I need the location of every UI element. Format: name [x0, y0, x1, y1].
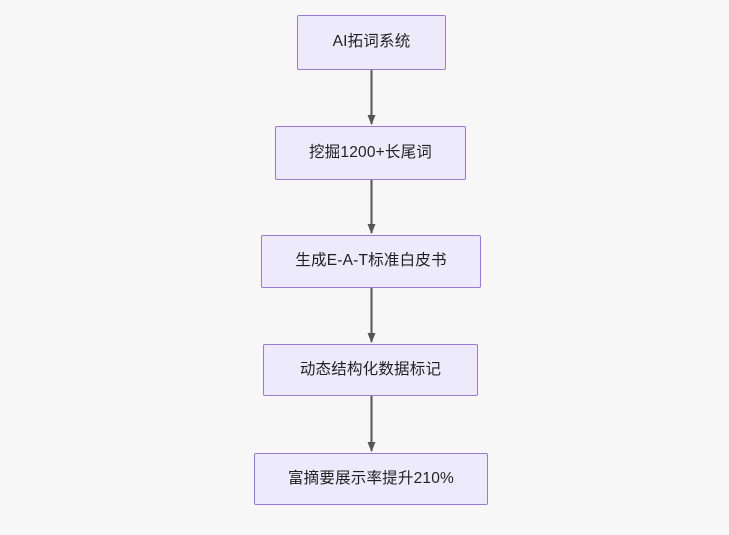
- flow-node-generate-eat-whitepaper[interactable]: 生成E-A-T标准白皮书: [261, 235, 481, 288]
- flow-node-label: 挖掘1200+长尾词: [308, 143, 433, 161]
- flow-node-mine-longtail-keywords[interactable]: 挖掘1200+长尾词: [275, 126, 466, 180]
- flow-node-rich-snippet-rate-increase[interactable]: 富摘要展示率提升210%: [254, 453, 488, 505]
- flow-node-label: 富摘要展示率提升210%: [287, 469, 455, 487]
- flow-node-label: 生成E-A-T标准白皮书: [295, 252, 447, 270]
- flow-node-dynamic-structured-data-markup[interactable]: 动态结构化数据标记: [263, 344, 478, 396]
- flow-node-label: AI拓词系统: [332, 33, 411, 51]
- flow-node-label: 动态结构化数据标记: [299, 360, 442, 378]
- flow-node-ai-keyword-system[interactable]: AI拓词系统: [297, 15, 446, 70]
